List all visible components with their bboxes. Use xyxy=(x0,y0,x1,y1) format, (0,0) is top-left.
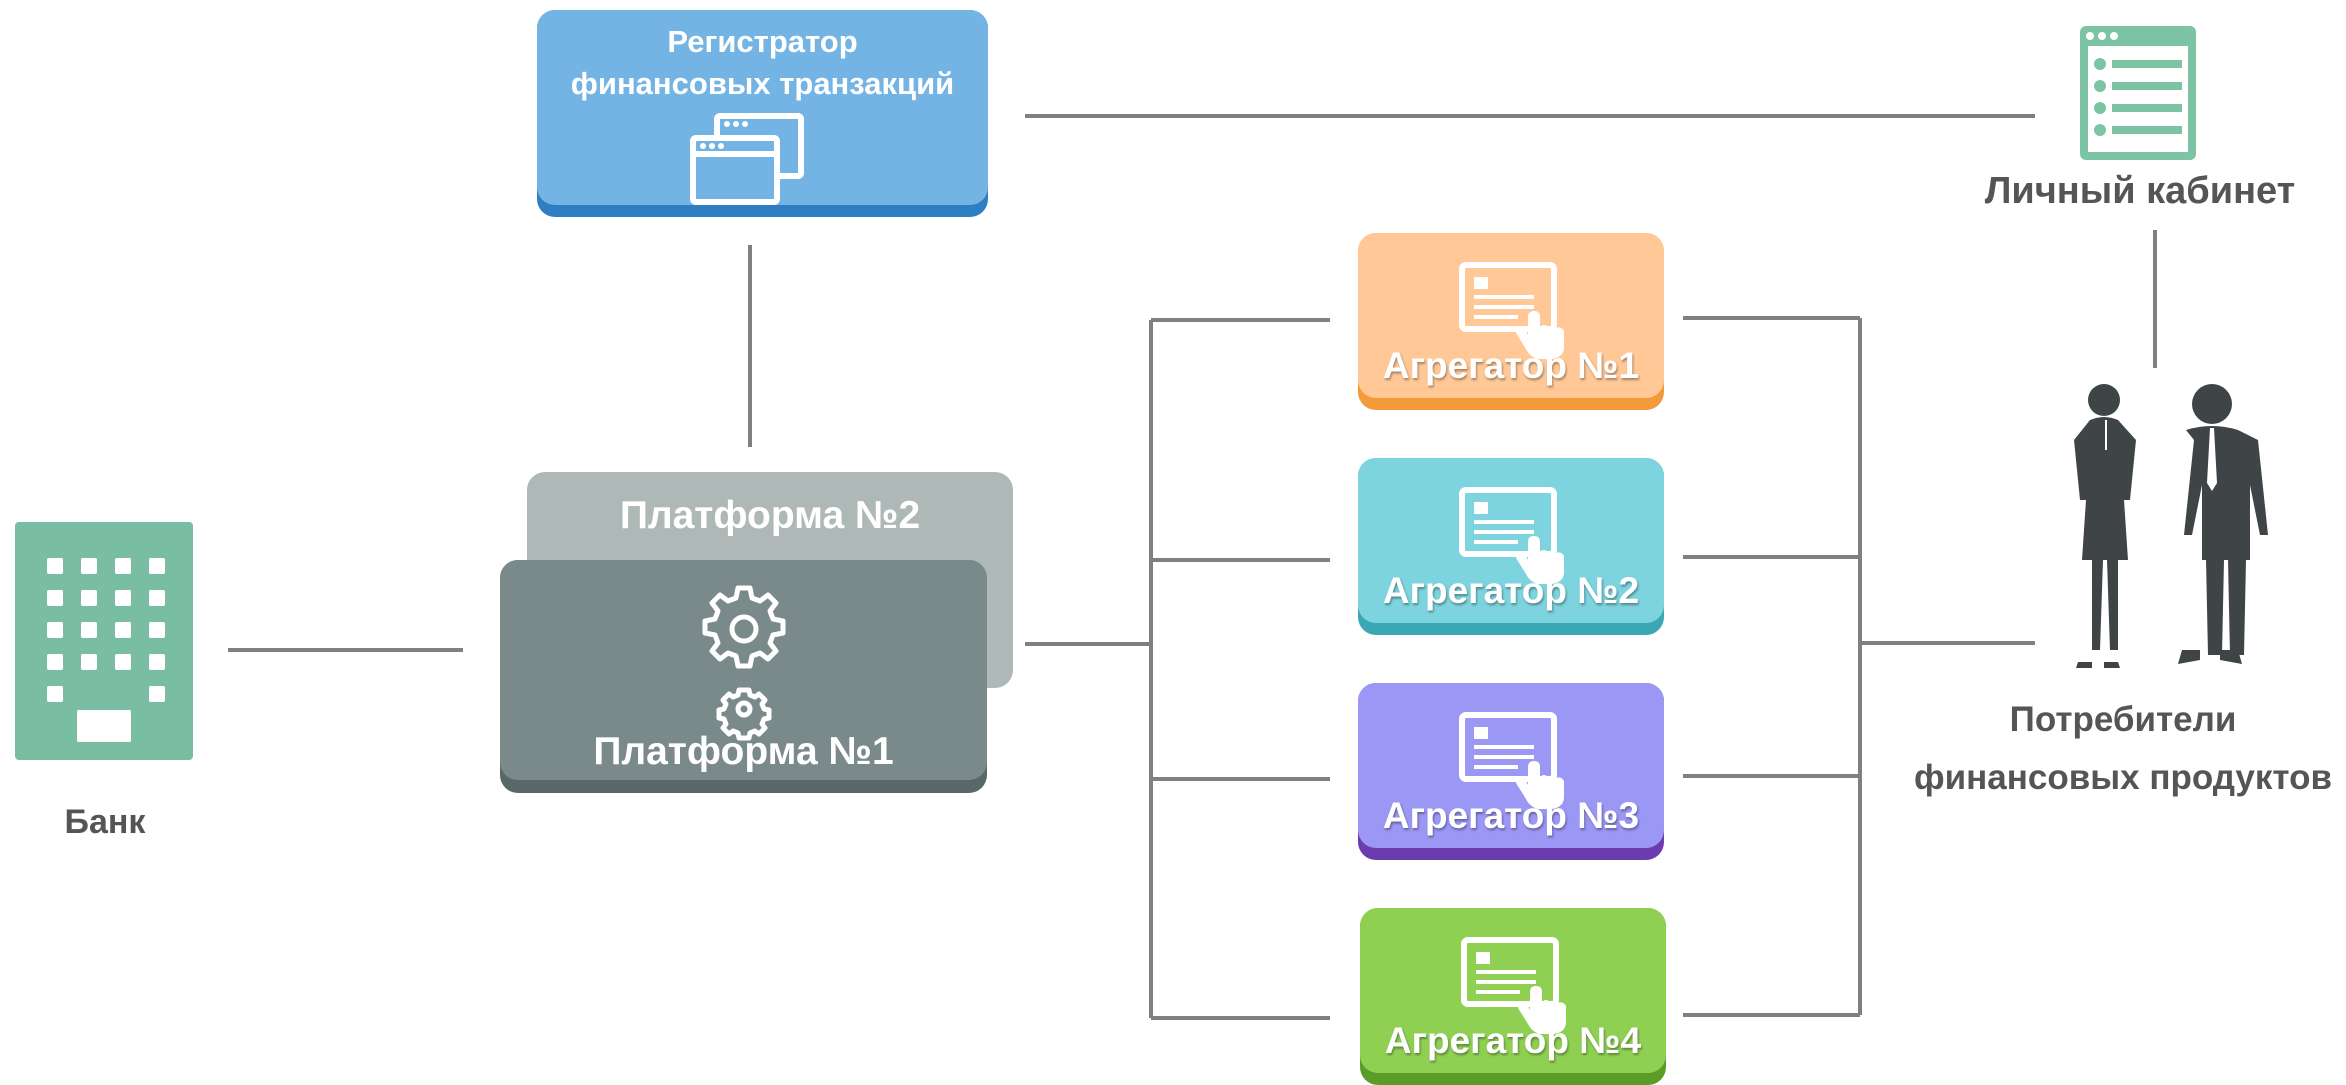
aggregator-1-label: Агрегатор №1 xyxy=(1382,345,1640,386)
personal-cabinet-icon xyxy=(2080,26,2196,160)
aggregator-2-label: Агрегатор №2 xyxy=(1382,570,1640,611)
windows-icon xyxy=(690,113,804,205)
platform1-box: Платформа №1 xyxy=(500,560,987,793)
consumers-label-line2: финансовых продуктов xyxy=(1914,758,2332,797)
consumers-people-icon xyxy=(2074,384,2268,668)
aggregator-3-label: Агрегатор №3 xyxy=(1382,795,1640,836)
personal-cabinet-label: Личный кабинет xyxy=(1984,170,2296,212)
gears-icon xyxy=(702,585,786,741)
consumers-label-line1: Потребители xyxy=(2009,700,2237,739)
card-touch-icon xyxy=(1459,712,1564,809)
card-touch-icon xyxy=(1459,262,1564,359)
aggregator-1-box: Агрегатор №1 xyxy=(1358,233,1664,410)
card-touch-icon xyxy=(1461,937,1566,1034)
registrar-title-line1: Регистратор xyxy=(667,24,858,59)
registrar-title-line2: финансовых транзакций xyxy=(570,66,955,101)
aggregator-4-box: Агрегатор №4 xyxy=(1360,908,1666,1085)
card-touch-icon xyxy=(1459,487,1564,584)
aggregator-2-box: Агрегатор №2 xyxy=(1358,458,1664,635)
registrar-box: Регистратор финансовых транзакций xyxy=(537,10,988,217)
aggregator-4-label: Агрегатор №4 xyxy=(1384,1020,1642,1061)
platform2-label: Платформа №2 xyxy=(619,494,921,537)
bank-building-icon xyxy=(15,522,193,760)
bank-label: Банк xyxy=(64,803,146,841)
platform1-label: Платформа №1 xyxy=(593,730,894,773)
aggregator-3-box: Агрегатор №3 xyxy=(1358,683,1664,860)
